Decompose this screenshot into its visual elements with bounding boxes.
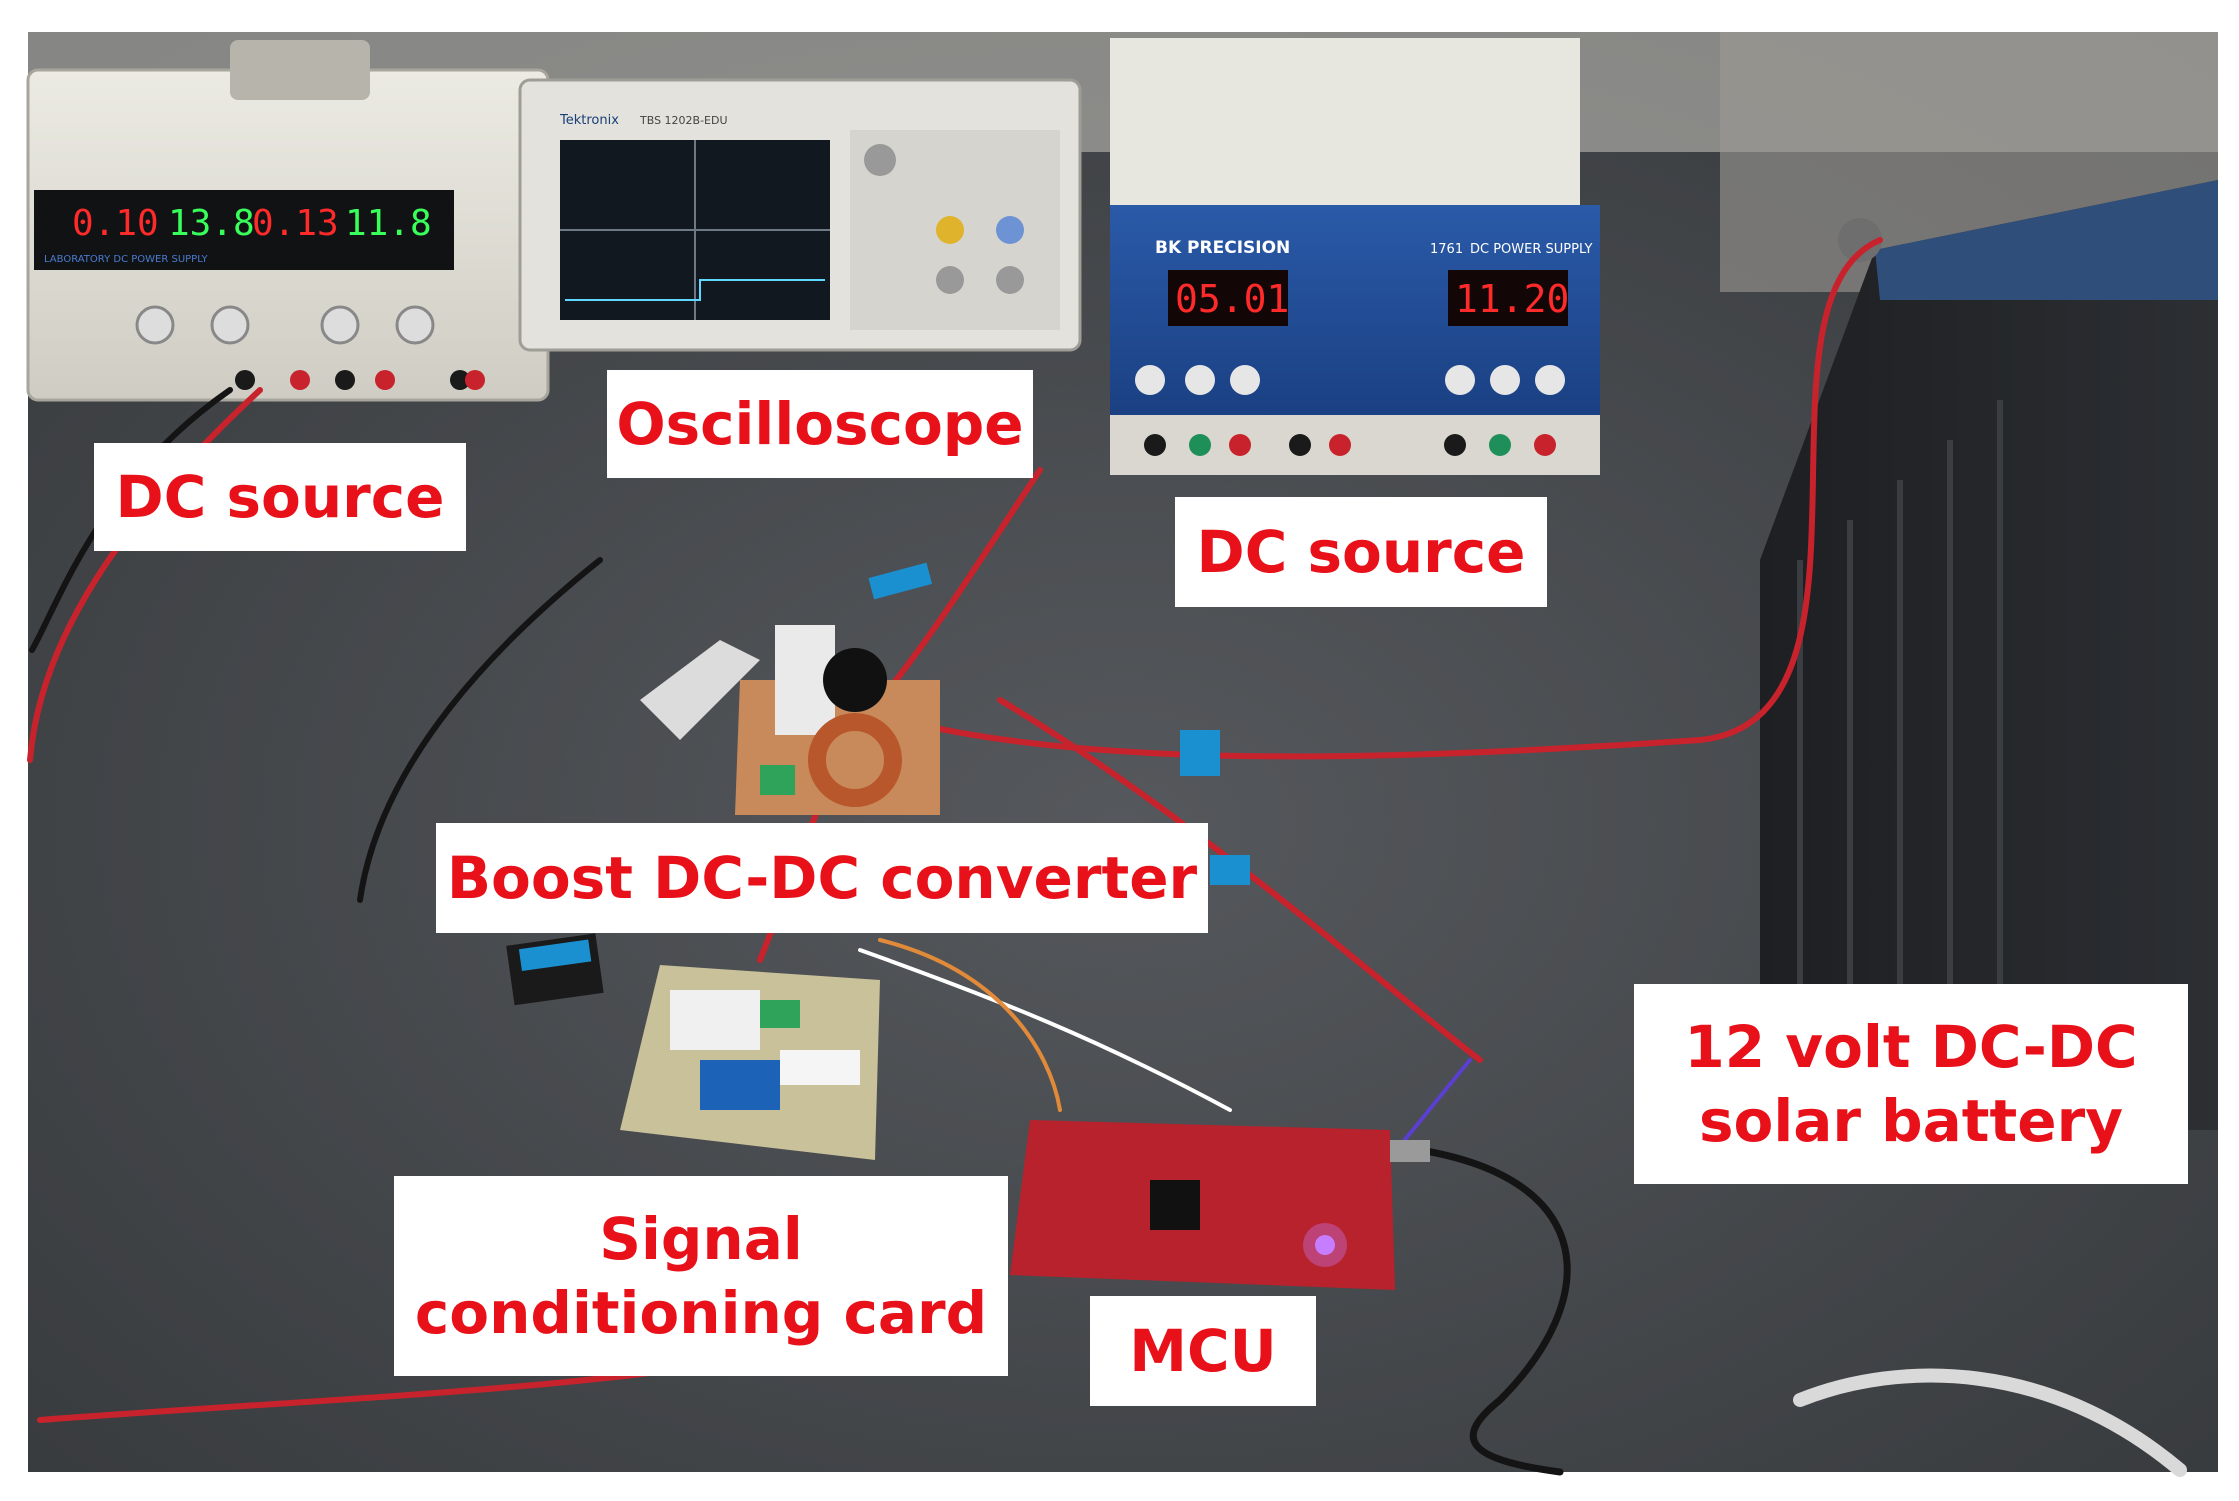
oscilloscope-instrument: Tektronix TBS 1202B-EDU (518, 78, 1082, 352)
label-oscilloscope: Oscilloscope (607, 370, 1033, 478)
bk-precision-dc-supply: BK PRECISION 1761 DC POWER SUPPLY 05.01 … (1110, 38, 1600, 475)
oscilloscope-brand: Tektronix (559, 113, 619, 128)
mcu-board (1010, 1120, 1430, 1290)
label-solar-battery: 12 volt DC-DC solar battery (1634, 984, 2188, 1184)
bk-model: 1761 (1430, 242, 1463, 257)
label-dc-source-left: DC source (94, 443, 466, 551)
bk-brand: BK PRECISION (1155, 238, 1290, 258)
signal-conditioning-board (620, 965, 880, 1160)
left-supply-panel-text: LABORATORY DC POWER SUPPLY (44, 254, 208, 265)
bk-title: DC POWER SUPPLY (1470, 242, 1592, 257)
oscilloscope-model: TBS 1202B-EDU (639, 114, 728, 127)
left-supply-readout-3: 0.13 (252, 203, 339, 244)
left-dc-power-supply: 0.10 13.8 0.13 11.8 LABORATORY DC POWER … (26, 40, 550, 402)
bk-readout-right: 11.20 (1455, 277, 1569, 321)
left-supply-readout-2: 13.8 (168, 203, 255, 244)
solar-battery (1760, 180, 2218, 1130)
label-dc-source-right: DC source (1175, 497, 1547, 607)
bk-readout-left: 05.01 (1175, 277, 1289, 321)
label-signal-conditioning-card: Signal conditioning card (394, 1176, 1008, 1376)
left-supply-readout-4: 11.8 (345, 203, 432, 244)
boost-converter-board (640, 625, 940, 815)
label-boost-converter: Boost DC-DC converter (436, 823, 1208, 933)
label-mcu: MCU (1090, 1296, 1316, 1406)
left-supply-readout-1: 0.10 (72, 203, 159, 244)
